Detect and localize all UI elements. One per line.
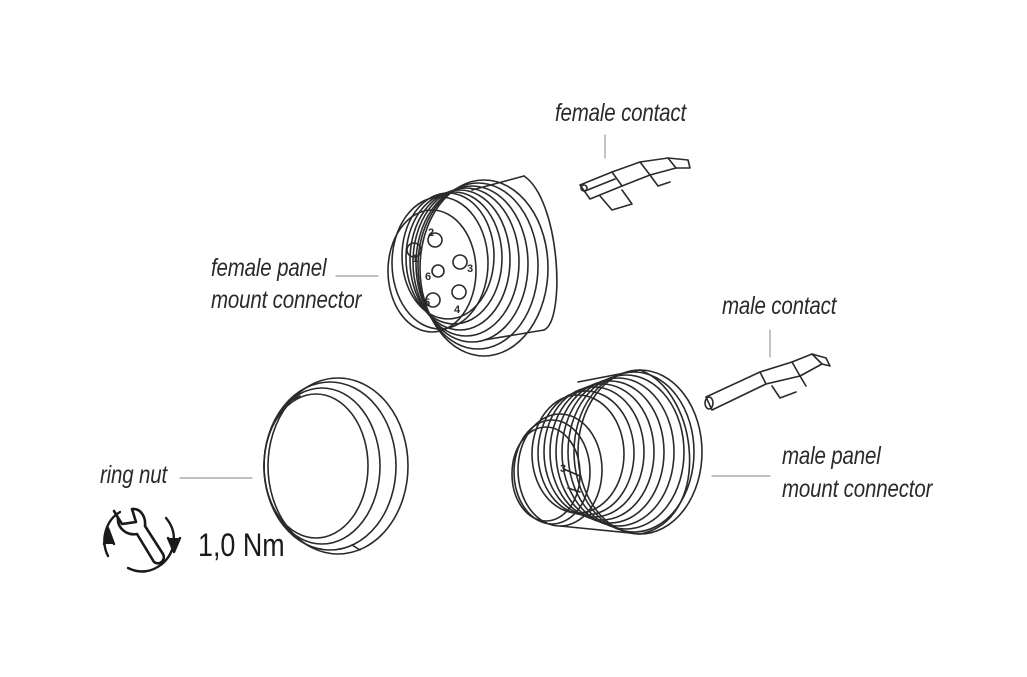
female-panel-label-line2: mount connector [211,286,362,314]
male-contact-label: male contact [722,292,837,320]
female-contact-label: female contact [555,99,687,127]
wrench-icon [112,507,166,565]
male-panel-label-line2: mount connector [782,475,933,503]
pin-number-5: 5 [424,297,430,309]
female-contact-drawing [579,157,691,211]
pin-number-3: 3 [467,263,473,275]
male-pin-number: 3 [560,463,566,475]
leader-lines [179,134,771,479]
female-panel-label-line1: female panel [211,254,327,282]
pin-number-1: 1 [412,253,418,265]
pin-number-6: 6 [425,271,431,283]
male-panel-label-line1: male panel [782,442,881,470]
ring-nut-drawing [263,377,409,555]
torque-value: 1,0 Nm [198,527,285,563]
female-panel-connector-drawing [387,175,558,357]
pin-numbers: 1 2 3 4 5 6 3 [412,227,566,475]
ring-nut-label: ring nut [100,461,168,489]
male-panel-connector-drawing [511,369,703,535]
pin-number-4: 4 [454,304,461,316]
pin-number-2: 2 [428,227,434,239]
male-contact-drawing [704,353,831,411]
